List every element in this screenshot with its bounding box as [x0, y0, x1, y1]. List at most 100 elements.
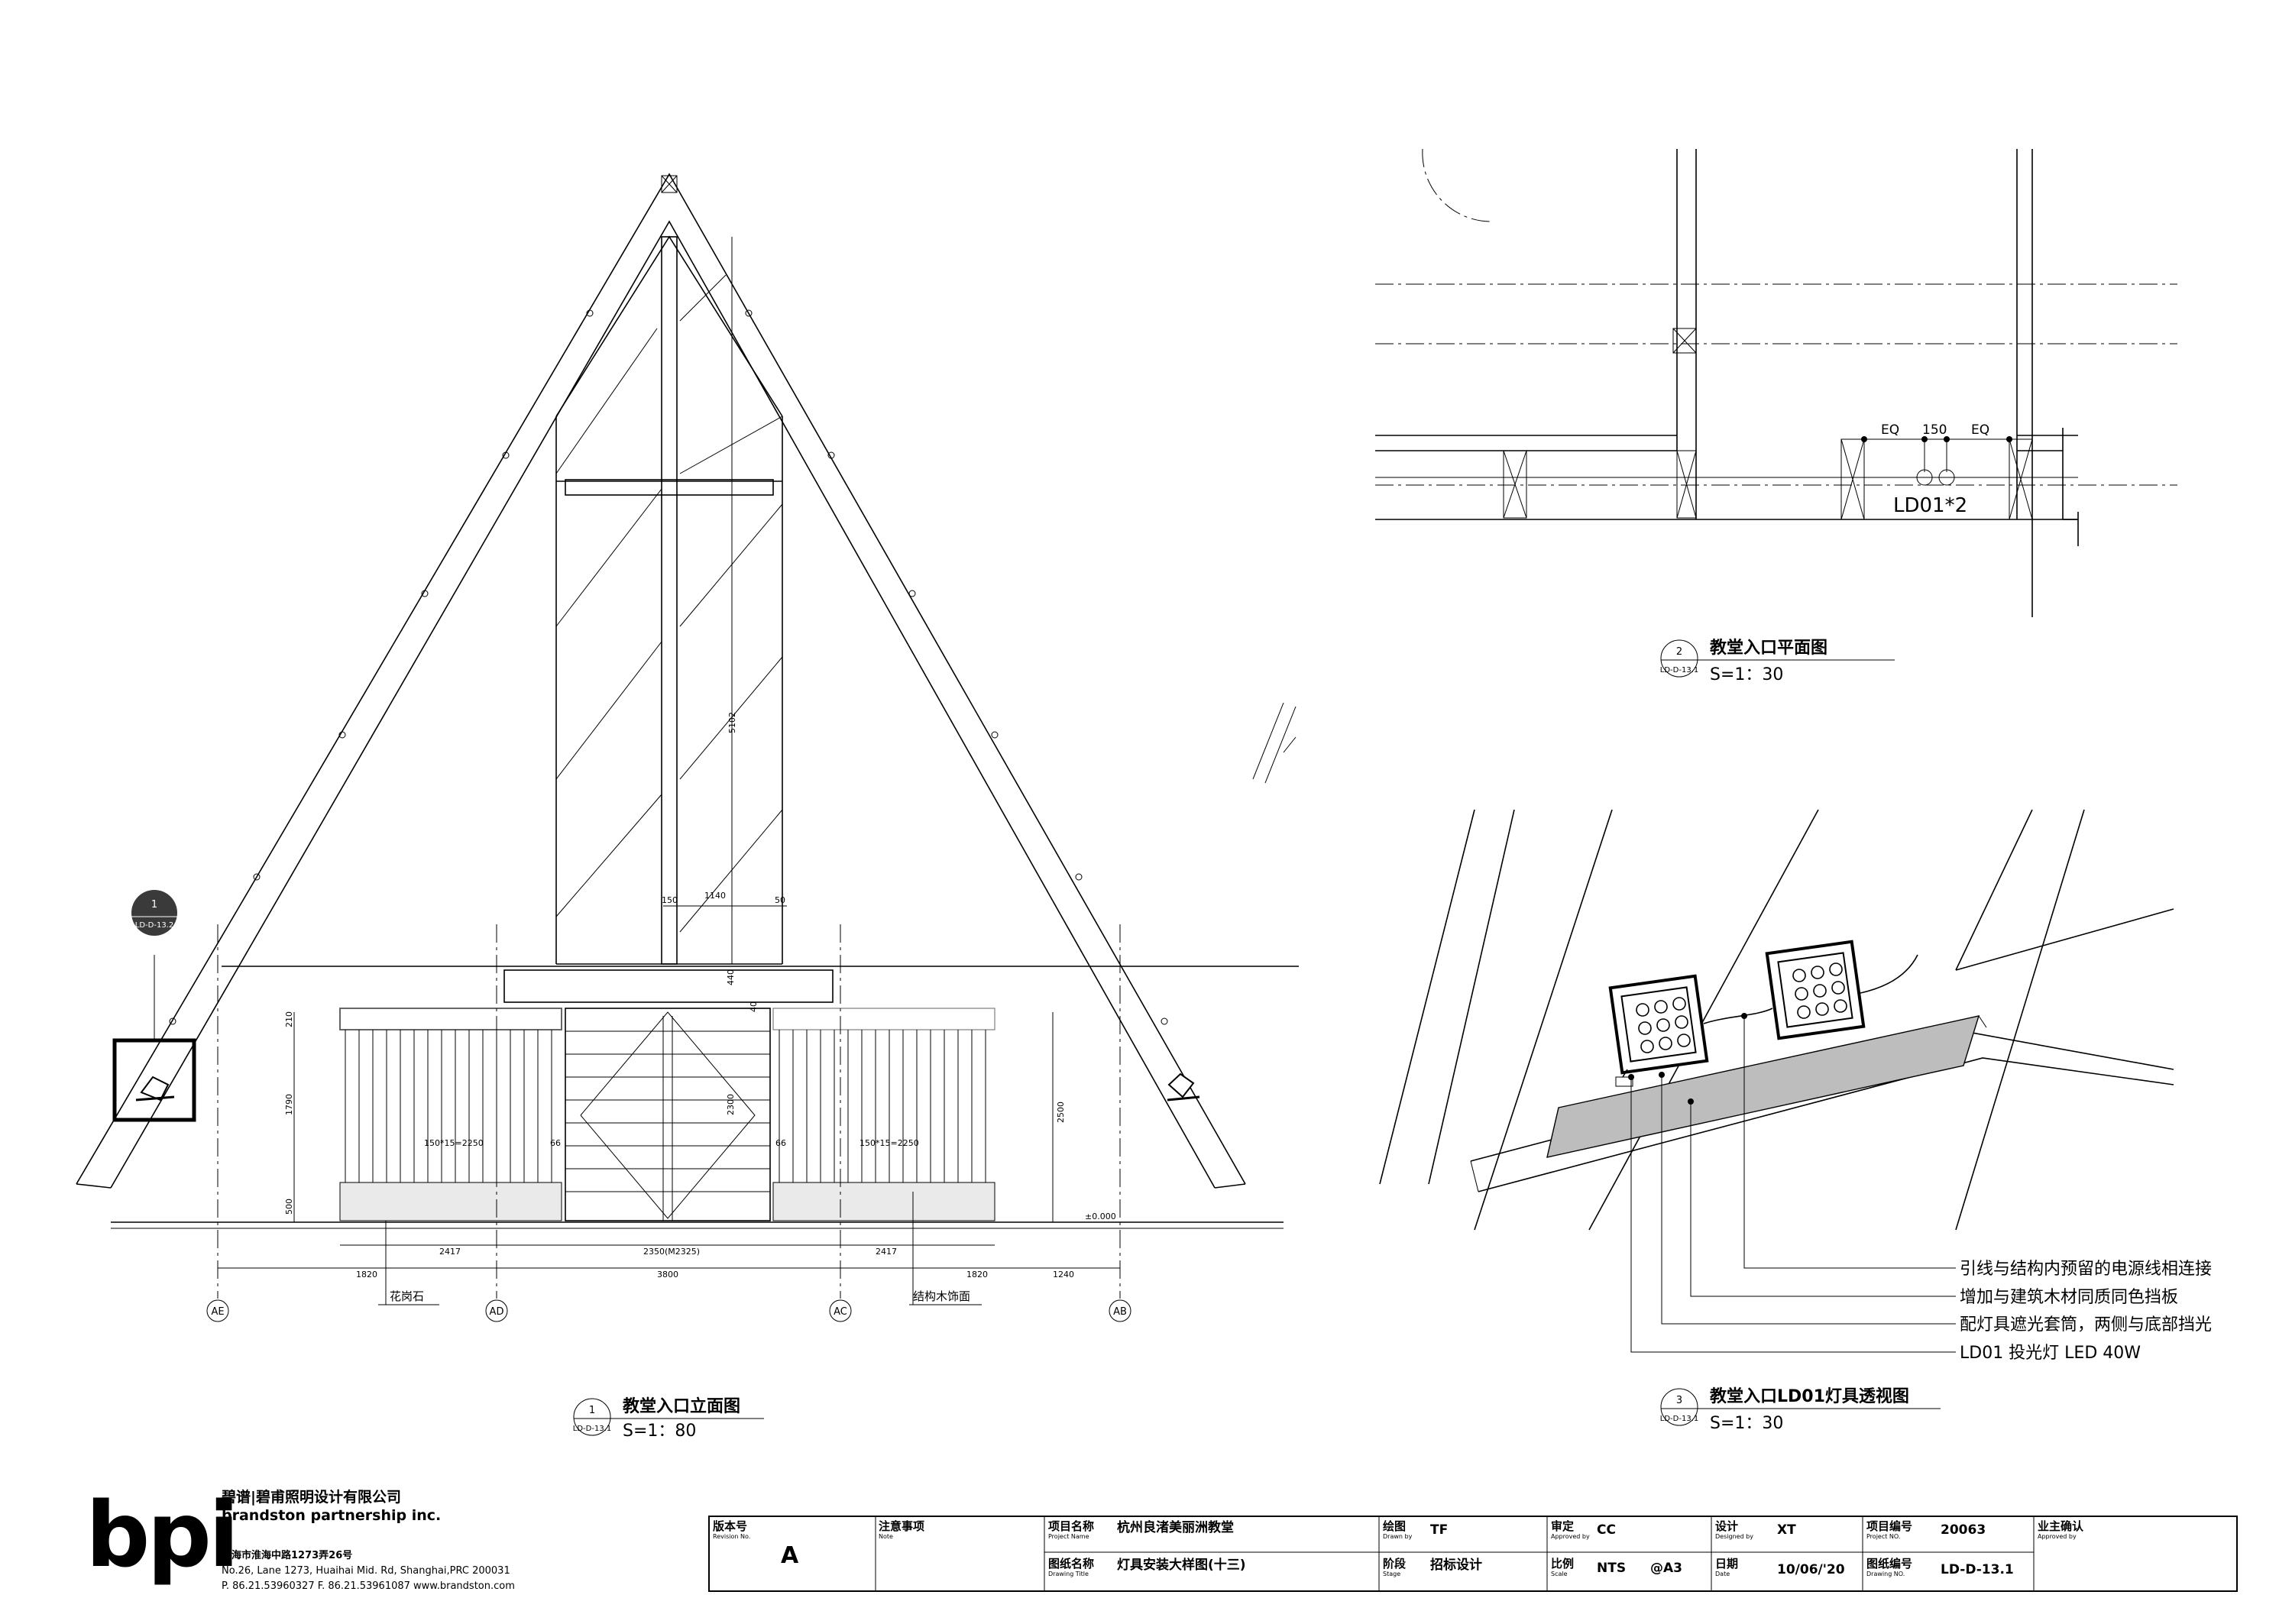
grid-axis-ab: AB [1113, 1306, 1127, 1318]
drawing-title-label: 图纸名称 [1048, 1557, 1094, 1571]
dim-2350: 2350(M2325) [643, 1247, 700, 1257]
elevation-scale: S=1：80 [623, 1422, 696, 1441]
plan-number: 2 [1676, 646, 1682, 658]
approved-label: 审定 [1551, 1519, 1574, 1533]
dim-40: 40 [749, 1001, 759, 1012]
project-name-sub: Project Name [1048, 1533, 1089, 1540]
scale-value: NTS [1597, 1561, 1626, 1576]
stage-sub: Stage [1383, 1571, 1400, 1577]
floodlight-2-icon [1765, 940, 1866, 1040]
dim-66-right: 66 [775, 1138, 786, 1148]
approved-sub: Approved by [1551, 1533, 1590, 1540]
callout-number: 1 [151, 899, 157, 911]
project-no-sub: Project NO. [1866, 1533, 1900, 1540]
perspective-title: 教堂入口LD01灯具透视图 [1710, 1386, 1909, 1406]
project-name-value: 杭州良渚美丽洲教堂 [1117, 1519, 1234, 1535]
note-4: LD01 投光灯 LED 40W [1960, 1344, 2141, 1363]
company-block: bpi 碧谱|碧甫照明设计有限公司 brandston partnership … [86, 1482, 515, 1592]
note-2: 增加与建筑木材同质同色挡板 [1960, 1288, 2178, 1307]
note-3: 配灯具遮光套筒，两侧与底部挡光 [1960, 1315, 2212, 1334]
owner-sub: Approved by [2038, 1533, 2077, 1540]
paper-value: @A3 [1650, 1561, 1682, 1576]
dim-66-left: 66 [550, 1138, 561, 1148]
designed-value: XT [1777, 1522, 1796, 1538]
plan-eq-left: EQ [1881, 422, 1899, 438]
break-line-symbol [1252, 702, 1297, 784]
drawing-title-value: 灯具安装大样图(十三) [1117, 1557, 1246, 1573]
drawn-label: 绘图 [1383, 1519, 1406, 1533]
perspective-drawing: 引线与结构内预留的电源线相连接 增加与建筑木材同质同色挡板 配灯具遮光套筒，两侧… [1379, 809, 2212, 1433]
dim-150: 150 [662, 895, 678, 905]
perspective-sheet-ref: LD-D-13.1 [1660, 1415, 1698, 1423]
stage-value: 招标设计 [1430, 1557, 1482, 1573]
perspective-number: 3 [1676, 1395, 1682, 1406]
grid-axis-ae: AE [211, 1306, 224, 1318]
company-address-cn: 上海市淮海中路1273弄26号 [222, 1549, 352, 1561]
scale-sub: Scale [1551, 1571, 1568, 1577]
dim-1820-right: 1820 [966, 1270, 988, 1279]
dim-1240: 1240 [1053, 1270, 1074, 1279]
revision-value: A [781, 1542, 799, 1569]
perspective-scale: S=1：30 [1710, 1414, 1783, 1433]
dim-1820-left: 1820 [356, 1270, 377, 1279]
callout-ref: LD-D-13.2 [135, 921, 173, 930]
grid-axis-ac: AC [834, 1306, 847, 1318]
grille-right-dim: 150*15=2250 [860, 1138, 919, 1148]
project-no-value: 20063 [1941, 1522, 1986, 1538]
drawing-title-sub: Drawing Title [1048, 1571, 1089, 1577]
designed-label: 设计 [1715, 1519, 1738, 1533]
drawing-no-sub: Drawing NO. [1866, 1571, 1905, 1577]
elevation-number: 1 [589, 1405, 595, 1416]
designed-sub: Designed by [1715, 1533, 1753, 1540]
drawing-no-label: 图纸编号 [1866, 1557, 1912, 1571]
dim-1790: 1790 [284, 1094, 294, 1115]
material-granite: 花岗石 [390, 1289, 424, 1303]
dim-50: 50 [775, 895, 785, 905]
dim-1140: 1140 [704, 891, 726, 901]
plan-sheet-ref: LD-D-13.1 [1660, 666, 1698, 675]
revision-label: 版本号 [713, 1519, 747, 1533]
project-name-label: 项目名称 [1048, 1519, 1094, 1533]
owner-label: 业主确认 [2038, 1519, 2084, 1533]
plan-dim-150: 150 [1922, 422, 1947, 438]
plan-eq-right: EQ [1971, 422, 1989, 438]
dim-3800: 3800 [657, 1270, 678, 1279]
dim-2300: 2300 [726, 1094, 736, 1115]
approved-value: CC [1597, 1522, 1616, 1538]
drawing-no-value: LD-D-13.1 [1941, 1562, 2014, 1577]
level-mark: ±0.000 [1085, 1212, 1116, 1221]
company-name-cn: 碧谱|碧甫照明设计有限公司 [221, 1488, 401, 1506]
elevation-title: 教堂入口立面图 [623, 1396, 740, 1416]
fixture-left-icon [135, 1076, 175, 1102]
stage-label: 阶段 [1383, 1557, 1406, 1571]
grid-axis-ad: AD [490, 1306, 504, 1318]
date-sub: Date [1715, 1571, 1730, 1577]
note-label: 注意事项 [879, 1519, 924, 1533]
plan-title: 教堂入口平面图 [1710, 638, 1827, 658]
plan-fixture-tag: LD01*2 [1893, 494, 1967, 517]
plan-drawing: EQ 150 EQ LD01*2 2 LD-D-13.1 教堂入口平面图 S=1… [1375, 148, 2177, 684]
material-wood: 结构木饰面 [913, 1289, 970, 1303]
dim-2417-right: 2417 [876, 1247, 897, 1257]
scale-label: 比例 [1551, 1557, 1574, 1571]
dim-2500: 2500 [1056, 1102, 1066, 1123]
dim-500: 500 [284, 1199, 294, 1215]
drawn-value: TF [1430, 1522, 1448, 1538]
elevation-sheet-ref: LD-D-13.1 [573, 1425, 611, 1433]
title-block [708, 1516, 2238, 1592]
date-value: 10/06/'20 [1777, 1562, 1845, 1577]
date-label: 日期 [1715, 1557, 1738, 1571]
company-logo: bpi [86, 1482, 236, 1587]
fixture-right-icon [1167, 1072, 1200, 1102]
project-no-label: 项目编号 [1866, 1519, 1912, 1533]
company-name-en: brandston partnership inc. [222, 1507, 441, 1524]
note-sub: Note [879, 1533, 893, 1540]
drawn-sub: Drawn by [1383, 1533, 1413, 1540]
dim-5102: 5102 [727, 712, 737, 733]
shield-board [1546, 1015, 1980, 1158]
elevation-drawing: 5102 150 1140 50 440 40 150*15=2250 66 [76, 173, 1299, 1441]
dim-210: 210 [284, 1011, 294, 1027]
floodlight-1-icon [1608, 974, 1709, 1087]
revision-sub: Revision No. [713, 1533, 750, 1540]
